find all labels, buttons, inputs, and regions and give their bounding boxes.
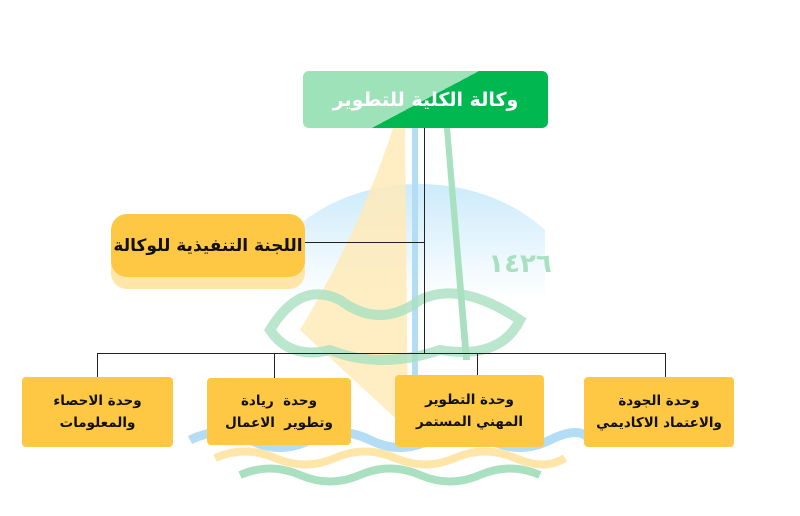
watermark-year: ١٤٢٦ (488, 249, 551, 279)
connector-units-bus (97, 353, 665, 354)
unit-label-line2: والاعتماد الاكاديمي (596, 415, 722, 431)
unit-label-line1: وحدة ريادة (240, 392, 318, 409)
root-label: وكالة الكلية للتطوير (332, 88, 519, 111)
unit-label-line2: والمعلومات (59, 415, 136, 431)
root-node: وكالة الكلية للتطوير (303, 71, 548, 128)
committee-label: اللجنة التنفيذية للوكالة (113, 235, 303, 256)
unit-entrepreneurship: وحدة ريادة وتطوير الاعمال (207, 378, 351, 445)
connector-unit (477, 353, 478, 375)
unit-label-line1: وحدة التطوير (425, 392, 514, 408)
unit-label-line2: المهني المستمر (416, 414, 523, 430)
unit-professional-development: وحدة التطوير المهني المستمر (395, 375, 544, 447)
connector-unit (97, 353, 98, 377)
unit-label-line2: وتطوير الاعمال (225, 414, 333, 431)
connector-unit (665, 353, 666, 377)
connector-main (424, 128, 425, 353)
connector-committee (305, 242, 424, 243)
committee-node: اللجنة التنفيذية للوكالة (111, 214, 305, 277)
unit-label-line1: وحدة الجودة (618, 393, 700, 409)
connector-unit (274, 353, 275, 378)
unit-statistics-information: وحدة الاحصاء والمعلومات (22, 377, 173, 447)
unit-label-line1: وحدة الاحصاء (53, 393, 142, 409)
unit-quality-accreditation: وحدة الجودة والاعتماد الاكاديمي (584, 377, 734, 447)
